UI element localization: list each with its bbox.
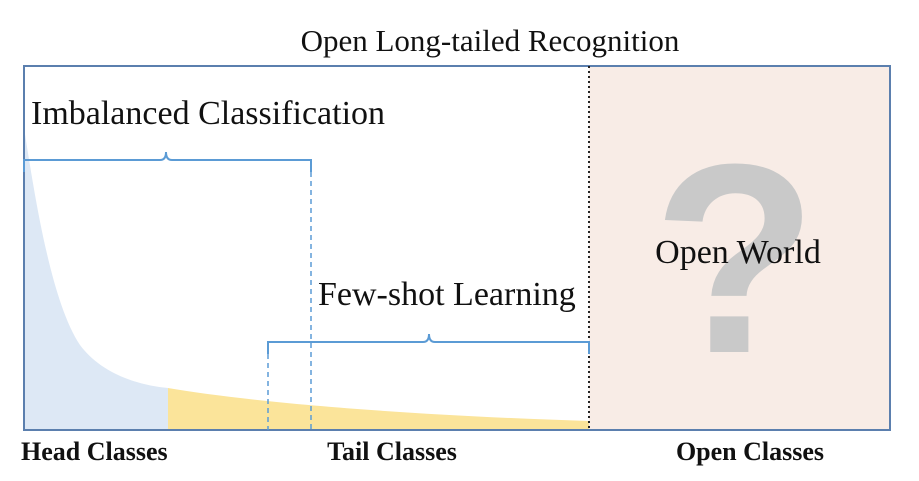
tail-classes-area: [168, 388, 589, 430]
imbalanced-classification-bracket: [23, 151, 312, 172]
open-classes-label: Open Classes: [676, 437, 824, 466]
imbalanced-classification-label: Imbalanced Classification: [31, 95, 385, 132]
question-mark-icon: ?: [653, 109, 818, 410]
diagram-title: Open Long-tailed Recognition: [301, 23, 680, 58]
few-shot-learning-label: Few-shot Learning: [318, 276, 576, 313]
head-classes-area: [24, 128, 168, 430]
tail-classes-label: Tail Classes: [327, 437, 457, 466]
head-classes-label: Head Classes: [21, 437, 168, 466]
open-world-label: Open World: [655, 234, 821, 271]
diagram-frame: [23, 65, 891, 431]
few-shot-learning-bracket: [267, 333, 590, 354]
open-world-region: [589, 66, 890, 430]
